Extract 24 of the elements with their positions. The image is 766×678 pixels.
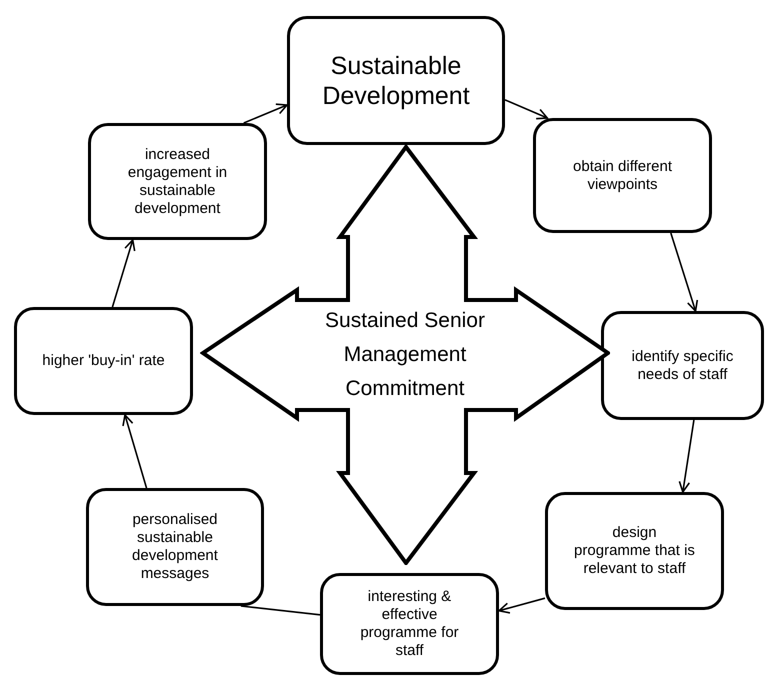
node-text: personalised sustainable development messages xyxy=(131,511,219,583)
arrow xyxy=(670,232,698,312)
node-text: increased engagement in sustainable development xyxy=(126,146,228,218)
arrow xyxy=(504,99,548,120)
node-text: Sustained Senior Management Commitment xyxy=(324,308,486,402)
rounded-box xyxy=(88,123,267,240)
arrow xyxy=(112,239,136,308)
arrow xyxy=(498,597,546,614)
rounded-box xyxy=(14,307,193,415)
arrow xyxy=(122,414,148,488)
rounded-box xyxy=(533,118,712,233)
arrow xyxy=(678,420,695,493)
rounded-box xyxy=(287,16,505,145)
arrow xyxy=(243,103,288,124)
node-text: design programme that is relevant to staff xyxy=(573,524,696,578)
node-text: identify specific needs of staff xyxy=(630,348,734,384)
rounded-box xyxy=(545,492,724,610)
node-text: Sustainable Development xyxy=(321,50,471,110)
rounded-box xyxy=(86,488,264,606)
node-text: obtain different viewpoints xyxy=(572,158,673,194)
node-text: higher 'buy-in' rate xyxy=(42,352,165,370)
node-text: interesting & effective programme for staff xyxy=(359,588,460,660)
rounded-box xyxy=(320,573,499,675)
rounded-box xyxy=(601,311,764,420)
